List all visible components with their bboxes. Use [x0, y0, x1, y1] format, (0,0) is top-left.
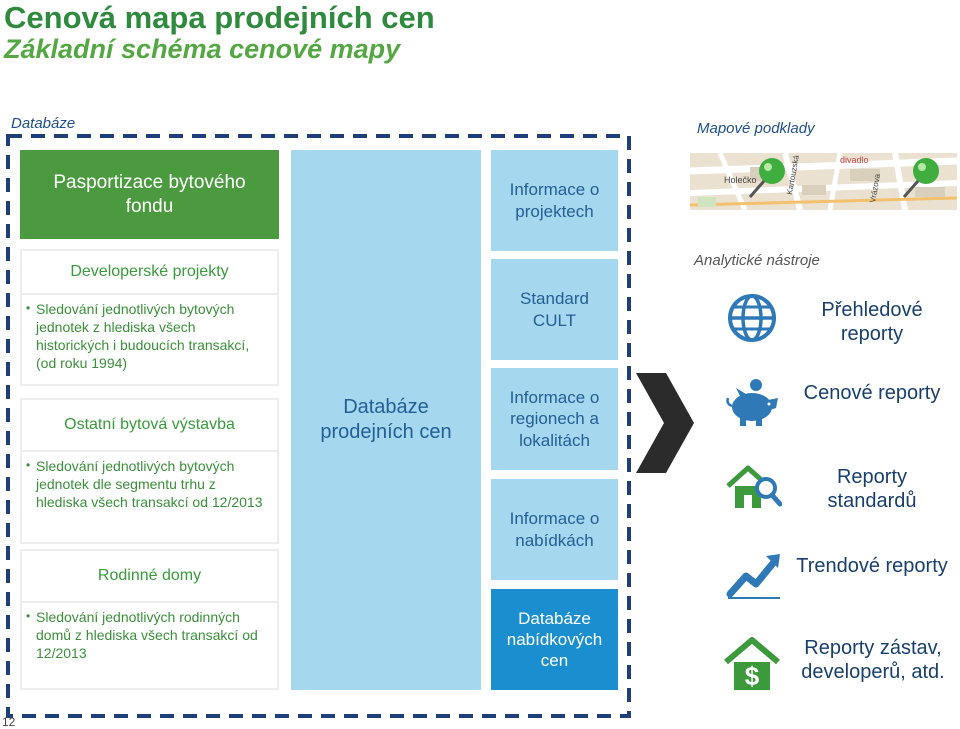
flow-arrow-icon — [636, 373, 694, 473]
standard-cult-box: Standard CULT — [491, 259, 618, 360]
bullet-icon: • — [26, 301, 31, 315]
database-frame — [6, 134, 631, 718]
offer-price-database-label: Databáze nabídkových cen — [506, 608, 603, 671]
map-pin-icon — [902, 158, 939, 198]
developer-projects-group: Developerské projekty • Sledování jednot… — [20, 249, 279, 386]
map-street-label: Holečko — [724, 175, 757, 185]
report-label-collateral: Reporty zástav, developerů, atd. — [801, 637, 945, 683]
other-construction-group: Ostatní bytová výstavba • Sledování jedn… — [20, 398, 279, 544]
globe-icon — [728, 294, 776, 342]
projects-info-label: Informace o projektech — [509, 180, 600, 221]
offers-info-box: Informace o nabídkách — [491, 479, 618, 580]
map-image: Holečko Kartouzská Vrázova divadlo — [690, 153, 957, 210]
database-label: Databáze — [11, 115, 76, 132]
report-label-trend: Trendové reporty — [796, 555, 948, 577]
family-houses-group: Rodinné domy • Sledování jednotlivých ro… — [20, 549, 279, 690]
report-label-price: Cenové reporty — [803, 382, 941, 404]
other-construction-text: Sledování jednotlivých bytových jednotek… — [36, 458, 263, 510]
sales-price-database-label: Databáze prodejních cen — [320, 396, 452, 443]
analytic-tools-label: Analytické nástroje — [694, 252, 820, 269]
bullet-icon: • — [26, 458, 31, 472]
sales-price-database-box: Databáze prodejních cen — [291, 150, 481, 690]
family-houses-text: Sledování jednotlivých rodinných domů z … — [36, 609, 258, 661]
family-houses-text-block: • Sledování jednotlivých rodinných domů … — [22, 603, 277, 663]
offer-price-database-box: Databáze nabídkových cen — [491, 589, 618, 690]
page-title: Cenová mapa prodejních cen — [4, 0, 435, 35]
pasportizace-label: Pasportizace bytového fondu — [53, 171, 246, 217]
developer-projects-title: Developerské projekty — [22, 251, 277, 295]
map-pin-icon — [748, 158, 785, 198]
report-label-overview: Přehledové reporty — [821, 299, 923, 345]
other-construction-text-block: • Sledování jednotlivých bytových jednot… — [22, 452, 277, 512]
developer-projects-text-block: • Sledování jednotlivých bytových jednot… — [22, 295, 277, 373]
developer-projects-text: Sledování jednotlivých bytových jednotek… — [36, 301, 250, 371]
trend-chart-icon — [726, 554, 780, 599]
house-search-icon — [726, 465, 782, 508]
piggy-bank-icon — [726, 379, 778, 426]
regions-info-label: Informace o regionech a lokalitách — [509, 388, 600, 450]
svg-text:$: $ — [745, 661, 760, 691]
map-sources-label: Mapové podklady — [697, 120, 815, 137]
house-dollar-icon: $ — [724, 637, 780, 691]
family-houses-title: Rodinné domy — [22, 551, 277, 603]
bullet-icon: • — [26, 609, 31, 623]
projects-info-box: Informace o projektech — [491, 150, 618, 251]
standard-cult-label: Standard CULT — [520, 289, 589, 330]
page-subtitle: Základní schéma cenové mapy — [4, 34, 401, 64]
report-label-standards: Reporty standardů — [827, 466, 917, 512]
map-street-label: divadlo — [840, 155, 869, 165]
map-thumbnail: Holečko Kartouzská Vrázova divadlo — [690, 153, 957, 210]
page-number: 12 — [2, 715, 16, 729]
offers-info-label: Informace o nabídkách — [509, 509, 600, 550]
pasportizace-box: Pasportizace bytového fondu — [20, 150, 279, 239]
regions-info-box: Informace o regionech a lokalitách — [491, 368, 618, 470]
other-construction-title: Ostatní bytová výstavba — [22, 400, 277, 452]
